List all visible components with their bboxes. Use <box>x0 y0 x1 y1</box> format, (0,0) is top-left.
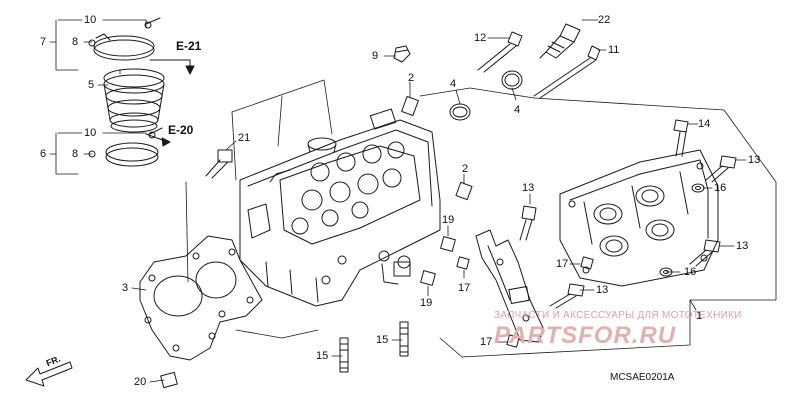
tensioner-bracket <box>475 229 545 343</box>
part-label: 12 <box>474 32 487 44</box>
stud-bolt-12 <box>477 31 523 73</box>
dowel-19-a <box>440 236 456 252</box>
part-label: 19 <box>442 214 455 226</box>
part-label: 6 <box>40 148 47 160</box>
reference-e21: E-21 <box>176 39 202 53</box>
part-label: 11 <box>608 44 620 56</box>
part-label: 10 <box>84 127 97 139</box>
long-bolt-11 <box>533 45 601 99</box>
bolt-14 <box>673 119 689 157</box>
dowel-17-c <box>506 334 520 348</box>
part-label: 5 <box>88 79 95 91</box>
intake-clamp-lower <box>88 127 163 167</box>
stud-15-b <box>399 321 409 357</box>
bolt-13-b <box>519 205 537 241</box>
watermark-tagline: ЗАПЧАСТИ И АКСЕССУАРЫ ДЛЯ МОТОТЕХНИКИ <box>494 310 742 321</box>
front-direction-arrow-icon <box>25 361 73 387</box>
part-label: 15 <box>316 350 329 362</box>
part-label: 13 <box>596 284 609 296</box>
part-label: 22 <box>598 14 611 26</box>
spark-plug <box>539 23 581 59</box>
reference-e20: E-20 <box>168 123 194 137</box>
part-label: 15 <box>376 334 389 346</box>
cylinder-head <box>239 108 441 307</box>
part-label: 16 <box>714 182 727 194</box>
cam-holder <box>559 149 719 287</box>
part-label: 3 <box>122 282 129 294</box>
o-ring-right <box>501 70 523 90</box>
part-label: 13 <box>736 240 749 252</box>
part-label: 4 <box>514 104 521 116</box>
watermark-logo-text: PARTSFOR.RU <box>494 322 677 349</box>
part-label: 13 <box>748 154 761 166</box>
dowel-17-b <box>580 256 594 270</box>
bolt-13-c <box>689 239 721 267</box>
bolt-13-d <box>549 283 585 309</box>
dowel-19-b <box>420 270 436 286</box>
part-label: 1 <box>696 310 703 322</box>
part-label: 10 <box>84 14 97 26</box>
part-label: 21 <box>238 132 251 144</box>
stud-15-a <box>339 337 349 373</box>
part-label: 17 <box>556 258 569 270</box>
part-label: 14 <box>698 118 711 130</box>
bolt-13-a <box>705 155 737 183</box>
part-label: 9 <box>372 50 379 62</box>
e21-arrow-icon <box>149 59 195 75</box>
e20-arrow-icon <box>145 133 171 147</box>
part-label: 17 <box>480 336 493 348</box>
washer-16-b <box>659 267 673 277</box>
plug-20 <box>160 371 178 389</box>
part-label: 2 <box>408 72 415 84</box>
part-label: 4 <box>450 78 457 90</box>
part-label: 13 <box>522 182 535 194</box>
dowel-17-a <box>456 256 470 270</box>
intake-boot <box>103 68 165 133</box>
part-label: 19 <box>420 297 433 309</box>
intake-clamp-upper <box>88 17 161 61</box>
diagram-code: MCSAE0201A <box>610 372 675 383</box>
part-label: 17 <box>458 282 471 294</box>
dowel-pin-lower <box>455 181 473 201</box>
o-ring-left <box>449 103 471 121</box>
part-label: 20 <box>134 376 147 388</box>
bolt-21 <box>205 149 233 179</box>
washer-16-a <box>691 183 705 193</box>
part-label: 16 <box>684 266 697 278</box>
part-label: 7 <box>40 36 47 48</box>
part-label: 2 <box>462 163 469 175</box>
dowel-pin-upper <box>401 95 419 117</box>
cap-part <box>393 45 411 63</box>
part-label: 8 <box>72 148 79 160</box>
head-gasket <box>139 235 263 361</box>
part-label: 8 <box>72 36 79 48</box>
